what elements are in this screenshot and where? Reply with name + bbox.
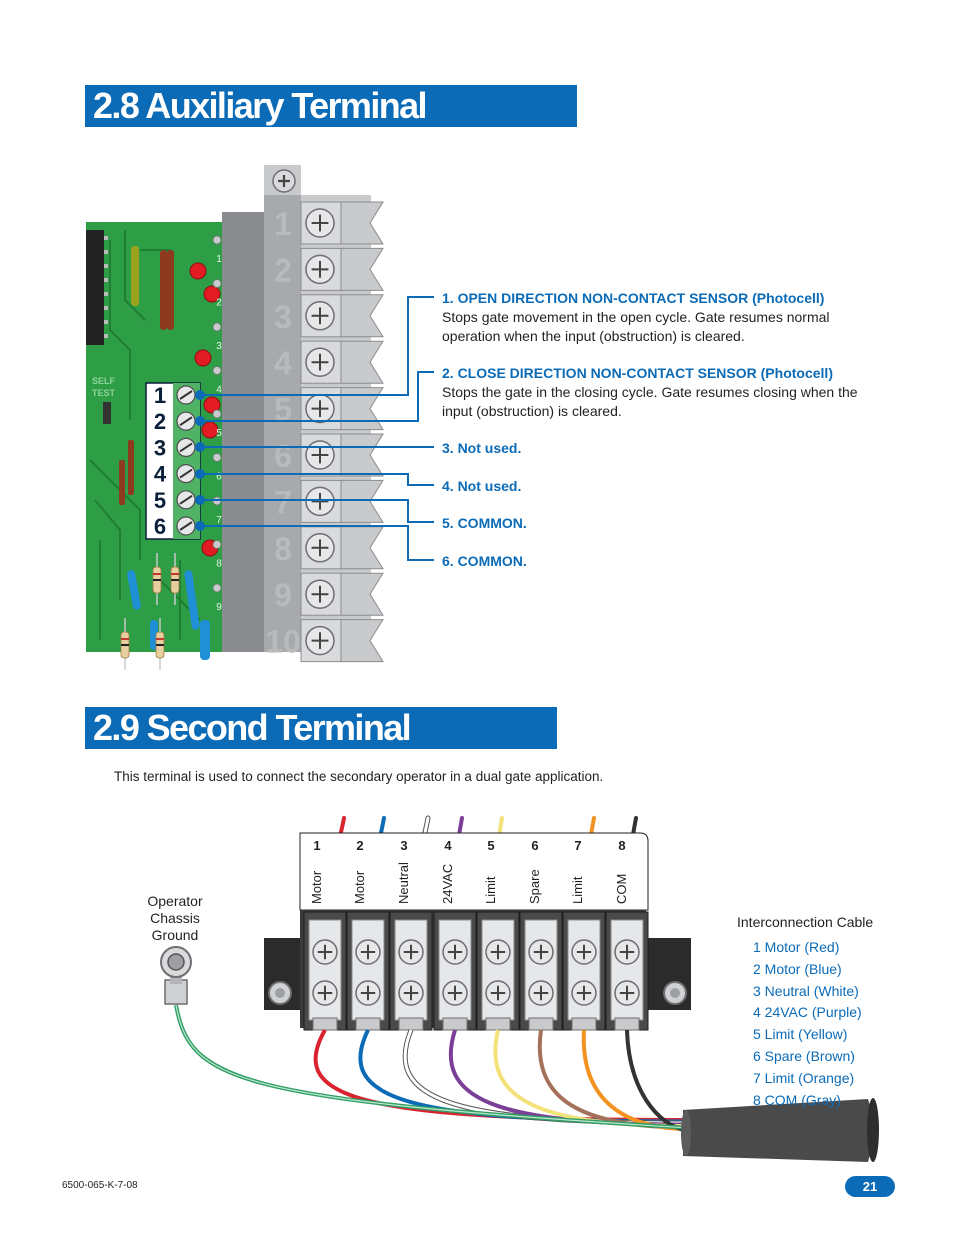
large-terminal-number: 5: [274, 392, 292, 428]
large-terminal-number: 10: [265, 624, 301, 660]
terminal-number: 3: [400, 838, 407, 853]
pin-icon: [212, 583, 222, 593]
pin-icon: [212, 279, 222, 288]
aux-item-3: 3. Not used.: [442, 439, 872, 458]
pcb-pin-number: 3: [216, 341, 222, 352]
aux-item-1: 1. OPEN DIRECTION NON-CONTACT SENSOR (Ph…: [442, 289, 872, 346]
page-number: 21: [845, 1176, 895, 1197]
aux-item-6: 6. COMMON.: [442, 552, 872, 571]
aux-item-2: 2. CLOSE DIRECTION NON-CONTACT SENSOR (P…: [442, 364, 872, 421]
cable-legend-title: Interconnection Cable: [737, 914, 874, 930]
document-code: 6500-065-K-7-08: [62, 1180, 138, 1191]
aux-item-5: 5. COMMON.: [442, 514, 872, 533]
terminal-label: Spare: [527, 869, 542, 904]
aux-item-2-text: Stops the gate in the closing cycle. Gat…: [442, 384, 858, 419]
terminal-label: Motor: [309, 870, 324, 904]
aux-item-3-heading: 3. Not used.: [442, 440, 522, 456]
wire: [537, 1029, 691, 1130]
terminal-label: Limit: [483, 876, 498, 904]
aux-item-4-heading: 4. Not used.: [442, 478, 522, 494]
terminal-number: 1: [313, 838, 320, 853]
svg-text:TEST: TEST: [92, 388, 116, 398]
svg-text:SELF: SELF: [92, 376, 116, 386]
aux-item-1-text: Stops gate movement in the open cycle. G…: [442, 309, 830, 344]
terminal-number: 8: [618, 838, 625, 853]
terminal-label: COM: [614, 874, 629, 904]
board-terminal-number: 1: [154, 383, 166, 408]
large-terminal-number: 9: [274, 577, 292, 613]
large-terminal-number: 8: [274, 531, 292, 567]
aux-item-1-heading: 1. OPEN DIRECTION NON-CONTACT SENSOR (Ph…: [442, 290, 825, 306]
pin-icon: [212, 453, 222, 462]
cable-legend: 1 Motor (Red) 2 Motor (Blue) 3 Neutral (…: [753, 937, 862, 1111]
large-terminal-number: 3: [274, 299, 292, 335]
leader-lines: [200, 296, 434, 561]
pcb-pin-number: 6: [216, 472, 222, 483]
board-terminal-number: 5: [154, 488, 166, 513]
pcb-pin-number: 4: [216, 385, 222, 396]
cable-item: 6 Spare (Brown): [753, 1047, 855, 1064]
terminal-label: Neutral: [396, 862, 411, 904]
second-terminal-intro: This terminal is used to connect the sec…: [114, 769, 604, 784]
board-terminal-number: 2: [154, 409, 166, 434]
pcb-pin-number: 9: [216, 602, 222, 613]
pcb-pin-number: 7: [216, 515, 222, 526]
aux-item-5-heading: 5. COMMON.: [442, 515, 527, 531]
terminal-number: 7: [574, 838, 581, 853]
pin-icon: [212, 409, 222, 419]
large-terminal-number: 1: [274, 206, 292, 242]
pcb-pin-number: 8: [216, 559, 222, 570]
terminal-number: 6: [531, 838, 538, 853]
led-icon: [189, 262, 207, 280]
cable-item: 1 Motor (Red): [753, 939, 840, 955]
pin-icon: [212, 540, 222, 549]
cable-item: 3 Neutral (White): [753, 982, 859, 999]
cable-item: 8 COM (Gray): [753, 1091, 841, 1108]
ground-label: Operator Chassis Ground: [147, 893, 203, 943]
board-terminal-number: 6: [154, 514, 166, 539]
aux-item-4: 4. Not used.: [442, 477, 872, 496]
aux-item-6-heading: 6. COMMON.: [442, 553, 527, 569]
cable-item: 4 24VAC (Purple): [753, 1004, 862, 1021]
terminal-label: Limit: [570, 876, 585, 904]
section-title-auxiliary: 2.8 Auxiliary Terminal Description: [85, 85, 577, 168]
pin-icon: [212, 322, 222, 332]
terminal-number: 4: [444, 838, 452, 853]
pin-icon: [212, 366, 222, 375]
large-terminal-number: 7: [274, 484, 292, 520]
terminal-label: Motor: [352, 870, 367, 904]
board-terminal-number: 4: [154, 462, 167, 487]
terminal-number: 2: [356, 838, 363, 853]
pcb-pin-number: 1: [216, 254, 222, 265]
wire: [625, 1029, 691, 1133]
aux-item-2-heading: 2. CLOSE DIRECTION NON-CONTACT SENSOR (P…: [442, 365, 833, 381]
board-terminal-number: 3: [154, 435, 166, 460]
large-terminal-number: 6: [274, 438, 292, 474]
pin-icon: [212, 235, 222, 245]
large-terminal-number: 2: [274, 252, 292, 288]
pcb-pin-number: 2: [216, 298, 222, 309]
cable-item: 7 Limit (Orange): [753, 1069, 855, 1086]
led-icon: [203, 285, 221, 303]
cable-item: 2 Motor (Blue): [753, 960, 842, 977]
led-icon: [203, 396, 221, 414]
cable-item: 5 Limit (Yellow): [753, 1026, 848, 1043]
large-terminal-number: 4: [274, 345, 292, 381]
led-icon: [194, 349, 212, 367]
section-title-second-terminal: 2.9 Second Terminal Description: [85, 707, 557, 790]
terminal-number: 5: [487, 838, 494, 853]
pcb-pin-number: 5: [216, 428, 222, 439]
terminal-label: 24VAC: [440, 864, 455, 904]
